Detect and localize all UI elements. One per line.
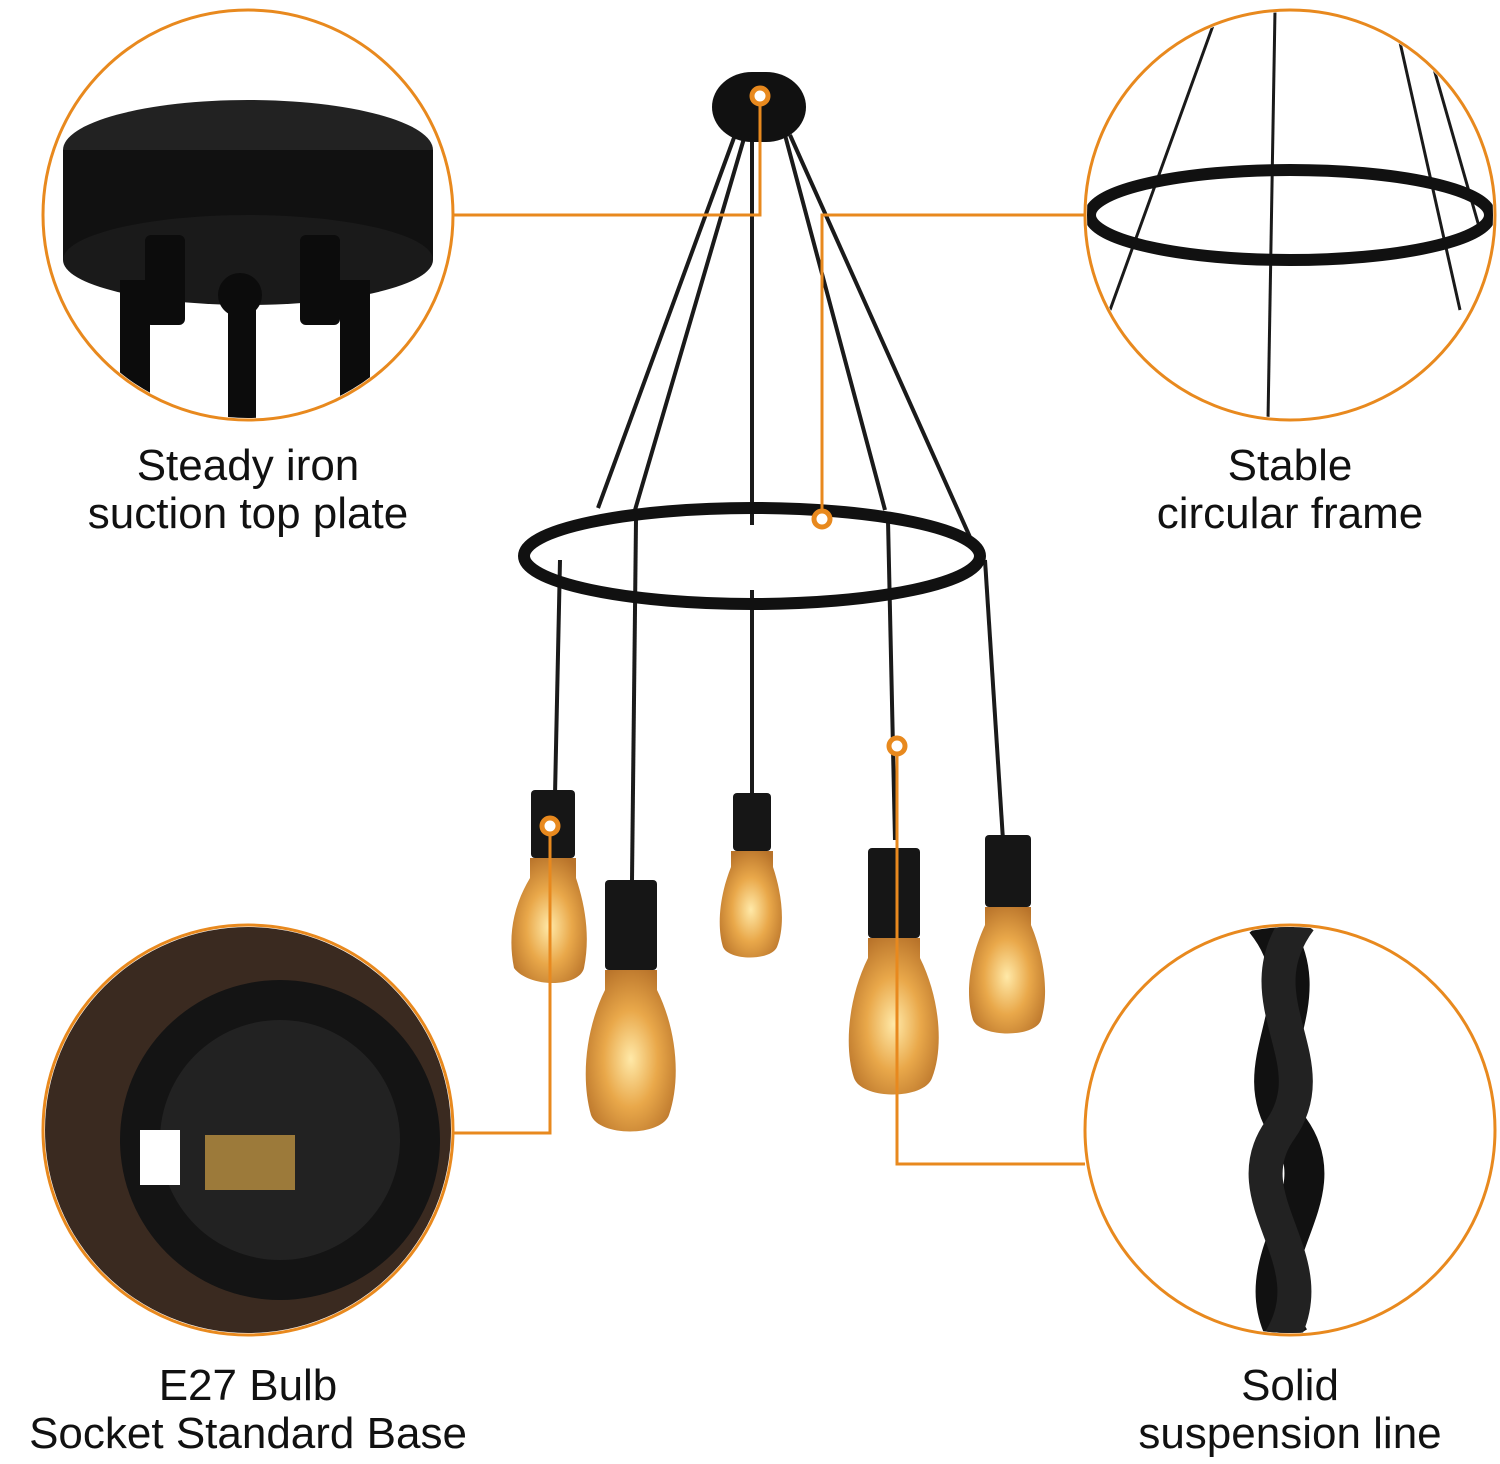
- callout-dot: [811, 508, 833, 530]
- closeup-frame: [1083, 923, 1497, 1337]
- leader-lines: [453, 96, 1085, 1166]
- label-line: Steady iron: [136, 441, 360, 490]
- callout-dot: [886, 735, 908, 757]
- socket-closeup: [45, 927, 451, 1333]
- label-line: Socket Standard Base: [29, 1409, 467, 1458]
- feature-label-circular-frame: Stable circular frame: [1010, 442, 1500, 538]
- label-line: Solid: [1241, 1361, 1339, 1410]
- label-line: Stable: [1227, 441, 1353, 490]
- closeup-frame: [41, 8, 455, 422]
- ceiling-plate-closeup: [63, 100, 433, 418]
- chandelier: [511, 72, 1046, 1132]
- callout-dot: [539, 815, 561, 837]
- label-line: suction top plate: [87, 489, 409, 538]
- feature-label-bulb-socket: E27 Bulb Socket Standard Base: [0, 1362, 528, 1458]
- label-line: circular frame: [1156, 489, 1424, 538]
- closeup-frame: [1083, 8, 1497, 422]
- label-line: suspension line: [1138, 1409, 1442, 1458]
- braided-cord-closeup: [1248, 927, 1325, 1333]
- ring-frame-closeup: [1087, 12, 1493, 418]
- feature-label-top-plate: Steady iron suction top plate: [0, 442, 528, 538]
- closeup-frame: [41, 923, 455, 1337]
- callout-dot: [749, 85, 771, 107]
- feature-label-suspension-line: Solid suspension line: [1010, 1362, 1500, 1458]
- label-line: E27 Bulb: [158, 1361, 338, 1410]
